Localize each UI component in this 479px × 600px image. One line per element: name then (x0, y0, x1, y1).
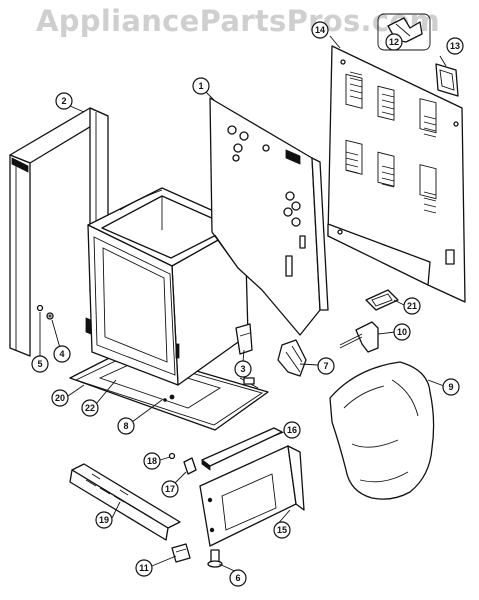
svg-text:18: 18 (147, 456, 157, 466)
svg-text:10: 10 (397, 327, 407, 337)
leader-lines (39, 35, 447, 573)
svg-text:17: 17 (165, 484, 175, 494)
svg-text:4: 4 (59, 349, 64, 359)
part-7-hinge (277, 339, 307, 377)
part-19-kick-plate (69, 463, 181, 541)
callout-14: 14 (311, 21, 329, 39)
svg-text:14: 14 (315, 25, 325, 35)
callout-6: 6 (229, 569, 247, 587)
part-13-plate (435, 63, 459, 97)
part-12-inset-frame (377, 13, 431, 51)
callout-5: 5 (31, 355, 49, 373)
part-21-clip (365, 289, 399, 311)
svg-text:16: 16 (287, 425, 297, 435)
svg-text:9: 9 (448, 382, 453, 392)
callout-22: 22 (81, 399, 99, 417)
part-20-bottom-tray (69, 349, 269, 431)
part-14-rear-panel (327, 45, 466, 303)
svg-text:7: 7 (323, 361, 328, 371)
callout-16: 16 (283, 421, 301, 439)
callout-12: 12 (385, 33, 403, 51)
svg-text:5: 5 (37, 359, 42, 369)
callout-11: 11 (135, 559, 153, 577)
callout-4: 4 (53, 345, 71, 363)
callout-10: 10 (393, 323, 411, 341)
svg-text:13: 13 (450, 41, 460, 51)
svg-text:6: 6 (235, 573, 240, 583)
callout-8: 8 (117, 417, 135, 435)
svg-text:22: 22 (85, 403, 95, 413)
svg-text:21: 21 (407, 301, 417, 311)
part-4-5-screws (36, 304, 54, 320)
svg-text:1: 1 (198, 81, 203, 91)
part-6-leveling-leg (207, 549, 223, 568)
part-10-bracket (339, 321, 379, 353)
svg-text:12: 12 (389, 37, 399, 47)
part-16-strip (201, 427, 283, 471)
callout-18: 18 (143, 452, 161, 470)
callout-7: 7 (317, 357, 335, 375)
svg-text:19: 19 (99, 515, 109, 525)
svg-text:20: 20 (55, 393, 65, 403)
part-9-insulation (329, 361, 435, 500)
part-15-bracket-box (199, 445, 305, 547)
callout-2: 2 (55, 92, 73, 110)
callout-9: 9 (442, 378, 460, 396)
callout-1: 1 (192, 77, 210, 95)
svg-text:15: 15 (277, 525, 287, 535)
part-3-bracket (235, 323, 253, 355)
callout-20: 20 (51, 389, 69, 407)
svg-text:3: 3 (240, 364, 245, 374)
watermark: AppliancePartsPros.com (36, 4, 441, 38)
oven-cavity (85, 187, 249, 386)
callout-15: 15 (273, 521, 291, 539)
svg-text:2: 2 (61, 96, 66, 106)
callout-17: 17 (161, 480, 179, 498)
svg-text:11: 11 (139, 563, 149, 573)
svg-text:8: 8 (123, 421, 128, 431)
part-17-clip (183, 457, 197, 475)
callout-13: 13 (446, 37, 464, 55)
callout-21: 21 (403, 297, 421, 315)
part-18-screw (168, 452, 176, 460)
part-1-side-panel (209, 97, 329, 336)
callout-3: 3 (234, 360, 252, 378)
part-11-clip (171, 543, 191, 563)
callout-19: 19 (95, 511, 113, 529)
